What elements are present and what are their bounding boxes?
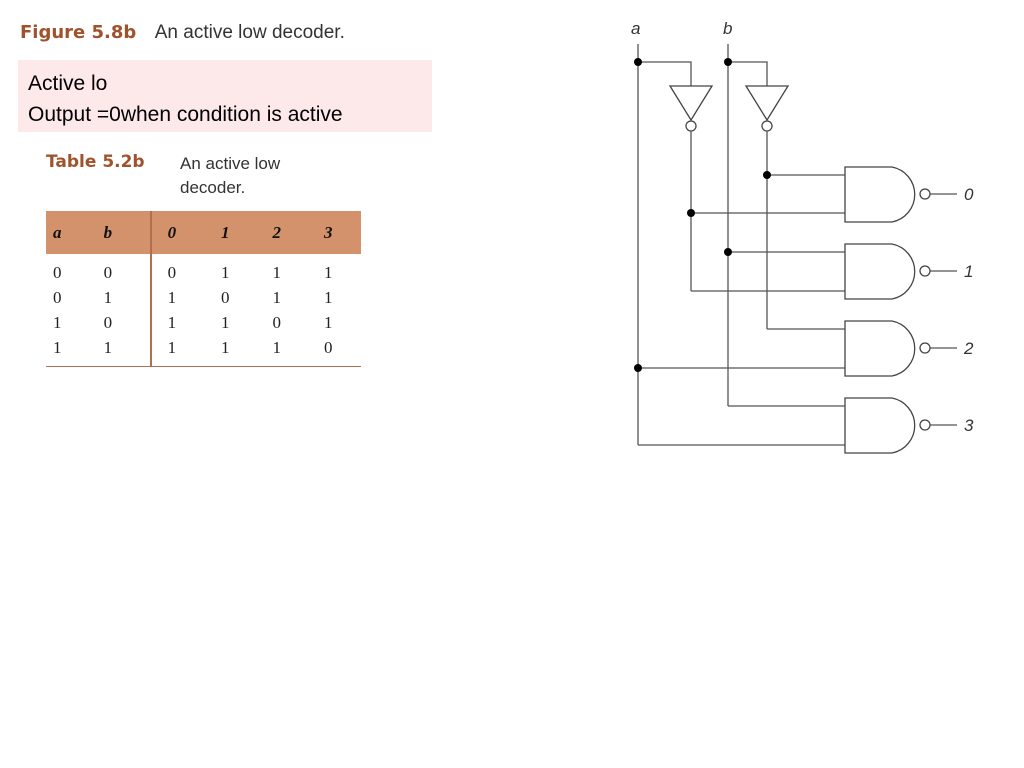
cell: 0 (53, 262, 62, 282)
cell: 1 (220, 335, 273, 367)
note-line-2: Output =0when condition is active (28, 103, 343, 126)
cell: 1 (323, 262, 333, 282)
inverter-b-icon (744, 85, 790, 122)
nand-gate-3-bubble (919, 419, 931, 431)
header-2: 2 (272, 211, 324, 254)
cell: 0 (149, 254, 221, 285)
header-0: 0 (149, 211, 221, 254)
cell: 1 (272, 335, 324, 367)
cell: 1 (323, 312, 333, 332)
header-a: a (46, 211, 104, 254)
input-label-a: a (631, 19, 640, 38)
cell: 1 (149, 310, 221, 335)
cell: 0 (103, 262, 113, 282)
wire-b-to-inverter (728, 61, 768, 86)
junction-dot (687, 209, 695, 217)
note-line-1: Active lo (28, 72, 108, 95)
truth-table: a b 0 1 2 3 0 0 0 1 1 1 0 1 1 0 1 1 1 0 … (46, 211, 361, 367)
cell: 1 (220, 312, 230, 332)
table-label: Table 5.2b (46, 152, 145, 172)
junction-dot (634, 364, 642, 372)
cell: 0 (103, 312, 113, 332)
nand-gate-0-bubble (919, 188, 931, 200)
figure-label: Figure 5.8b (20, 22, 137, 43)
figure-title: An active low decoder. (154, 22, 345, 43)
cell: 1 (323, 287, 333, 307)
output-label-0: 0 (964, 185, 974, 204)
junction-dot (634, 58, 642, 66)
table-title: An active low decoder. (180, 154, 281, 197)
junction-dot (724, 58, 732, 66)
nand-gate-2-icon (844, 320, 916, 377)
cell: 1 (149, 285, 221, 310)
table-row: 1 0 1 1 0 1 (46, 310, 361, 335)
table-header-row: a b 0 1 2 3 (46, 211, 361, 254)
nand-gate-3-icon (844, 397, 916, 454)
header-1: 1 (220, 211, 273, 254)
wire-a-to-inverter (638, 61, 692, 86)
input-label-b: b (723, 19, 732, 38)
junction-dot (724, 248, 732, 256)
cell: 1 (272, 262, 281, 282)
output-label-1: 1 (964, 262, 973, 281)
nand-gate-0-icon (844, 166, 916, 223)
output-label-3: 3 (964, 416, 974, 435)
cell: 1 (103, 335, 151, 367)
inverter-b-bubble (761, 120, 773, 132)
nand-gate-1-bubble (919, 265, 931, 277)
cell: 0 (323, 335, 361, 367)
cell: 1 (149, 335, 221, 367)
junction-dot (763, 171, 771, 179)
note-box: Active lo Output =0when condition is act… (18, 60, 432, 132)
figure-caption: Figure 5.8b An active low decoder. (20, 22, 345, 50)
cell: 1 (53, 312, 62, 332)
inverter-a-icon (668, 85, 714, 122)
header-b: b (103, 211, 151, 254)
cell: 1 (272, 287, 281, 307)
nand-gate-1-icon (844, 243, 916, 300)
cell: 1 (220, 262, 230, 282)
header-3: 3 (323, 211, 361, 254)
table-row: 0 1 1 0 1 1 (46, 285, 361, 310)
cell: 1 (103, 287, 113, 307)
nand-gate-2-bubble (919, 342, 931, 354)
cell: 1 (46, 335, 104, 367)
table-row: 1 1 1 1 1 0 (46, 335, 361, 367)
cell: 0 (272, 312, 281, 332)
cell: 0 (53, 287, 62, 307)
cell: 0 (220, 287, 230, 307)
inverter-a-bubble (685, 120, 697, 132)
table-row: 0 0 0 1 1 1 (46, 254, 361, 285)
output-label-2: 2 (963, 339, 974, 358)
